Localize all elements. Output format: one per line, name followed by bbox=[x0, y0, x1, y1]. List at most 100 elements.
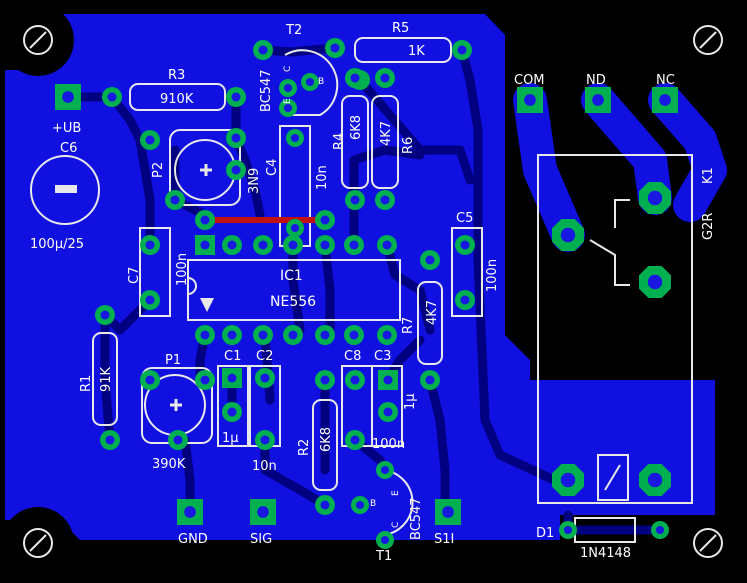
pad-hole bbox=[100, 310, 110, 320]
label-ic1-type: NE556 bbox=[270, 294, 316, 310]
label-t2-pin-c: C bbox=[283, 66, 293, 72]
label-r4-value: 6K8 bbox=[349, 115, 364, 140]
label-t2-type: BC547 bbox=[259, 69, 274, 112]
label-d1-type: 1N4148 bbox=[580, 546, 631, 561]
label-c3-value: 1μ bbox=[403, 393, 418, 410]
label-ic1: IC1 bbox=[280, 268, 303, 284]
label-r2: R2 bbox=[297, 439, 312, 456]
pad-hole bbox=[107, 92, 117, 102]
pad-hole bbox=[283, 83, 293, 93]
pad-hole bbox=[288, 240, 298, 250]
label-r5: R5 bbox=[392, 21, 409, 36]
pad-hole bbox=[425, 375, 435, 385]
pad-hole bbox=[380, 195, 390, 205]
pad-hole bbox=[560, 227, 576, 243]
label-c7-value: 100n bbox=[175, 253, 190, 286]
label-d1: D1 bbox=[536, 526, 554, 541]
pad-hole bbox=[349, 240, 359, 250]
pad-hole bbox=[305, 77, 315, 87]
label-c3: C3 bbox=[374, 349, 391, 364]
label-t1: T1 bbox=[375, 549, 392, 564]
label-t2-pin-b: B bbox=[318, 77, 324, 87]
label-k1-type: G2R bbox=[701, 213, 716, 240]
label-p1-value: 390K bbox=[152, 457, 186, 472]
pad-hole bbox=[382, 240, 392, 250]
pad-hole bbox=[227, 373, 237, 383]
pad-hole bbox=[350, 375, 360, 385]
pad-hole bbox=[145, 135, 155, 145]
pad-hole bbox=[320, 330, 330, 340]
pad-hole bbox=[227, 407, 237, 417]
label-c2-value: 10n bbox=[252, 459, 277, 474]
pad-hole bbox=[442, 506, 454, 518]
label-gnd: GND bbox=[178, 532, 208, 547]
pad-hole bbox=[592, 94, 604, 106]
pad-hole bbox=[105, 435, 115, 445]
label-r4: R4 bbox=[332, 133, 347, 150]
label-k1: K1 bbox=[701, 167, 716, 184]
pad-hole bbox=[355, 500, 365, 510]
pad-hole bbox=[383, 407, 393, 417]
pad-hole bbox=[260, 373, 270, 383]
pad-hole bbox=[320, 500, 330, 510]
pad-hole bbox=[145, 295, 155, 305]
pad-hole bbox=[457, 45, 467, 55]
pad-hole bbox=[227, 240, 237, 250]
pad-hole bbox=[145, 240, 155, 250]
pad-hole bbox=[350, 195, 360, 205]
pad-hole bbox=[349, 330, 359, 340]
silkscreen-labels: T2 R5 1K R3 910K BC547 C B E +UB C6 100μ… bbox=[30, 21, 716, 564]
label-r5-value: 1K bbox=[408, 44, 425, 59]
label-r2-value: 6K8 bbox=[319, 427, 334, 452]
label-p2: P2 bbox=[151, 162, 166, 178]
label-nc: NC bbox=[656, 73, 675, 88]
pad-hole bbox=[258, 240, 268, 250]
label-c7: C7 bbox=[127, 267, 142, 284]
label-c8-value: 100n bbox=[372, 437, 405, 452]
pad-hole bbox=[173, 435, 183, 445]
pad-hole bbox=[380, 465, 390, 475]
pad-hole bbox=[62, 91, 74, 103]
pad-hole bbox=[425, 255, 435, 265]
resistor-bodies bbox=[92, 37, 452, 491]
pad-hole bbox=[283, 103, 293, 113]
label-sig: SIG bbox=[250, 532, 272, 547]
label-c8: C8 bbox=[344, 349, 361, 364]
pad-hole bbox=[200, 330, 210, 340]
label-ub: +UB bbox=[52, 121, 81, 136]
label-t1-type: BC547 bbox=[409, 497, 424, 540]
label-c4: C4 bbox=[265, 159, 280, 176]
pad-hole bbox=[524, 94, 536, 106]
label-r1: R1 bbox=[79, 375, 94, 392]
pad-hole bbox=[231, 133, 241, 143]
label-c1-value: 1μ bbox=[222, 431, 239, 446]
pad-hole bbox=[647, 472, 663, 488]
pad-hole bbox=[231, 165, 241, 175]
label-c6: C6 bbox=[60, 141, 77, 156]
pad-hole bbox=[647, 190, 663, 206]
label-p1: P1 bbox=[165, 353, 181, 368]
mounting-holes bbox=[2, 4, 723, 579]
pad-hole bbox=[231, 92, 241, 102]
pad-hole bbox=[288, 330, 298, 340]
label-r1-value: 91K bbox=[99, 366, 114, 392]
pad-hole bbox=[659, 94, 671, 106]
pad-hole bbox=[227, 330, 237, 340]
pad-hole bbox=[320, 240, 330, 250]
pad-hole bbox=[184, 506, 196, 518]
pad-hole bbox=[460, 240, 470, 250]
label-c5: C5 bbox=[456, 211, 473, 226]
label-s1i: S1I bbox=[434, 532, 454, 547]
pad-hole bbox=[258, 45, 268, 55]
label-t1-pin-e: E bbox=[391, 490, 401, 496]
pad-hole bbox=[257, 506, 269, 518]
label-c5-value: 100n bbox=[485, 259, 500, 292]
pad-hole bbox=[460, 295, 470, 305]
label-c4-value-b: 10n bbox=[315, 165, 330, 190]
label-c2: C2 bbox=[256, 349, 273, 364]
pad-hole bbox=[258, 330, 268, 340]
pad-hole bbox=[350, 73, 360, 83]
label-nd: ND bbox=[586, 73, 606, 88]
pad-hole bbox=[260, 435, 270, 445]
